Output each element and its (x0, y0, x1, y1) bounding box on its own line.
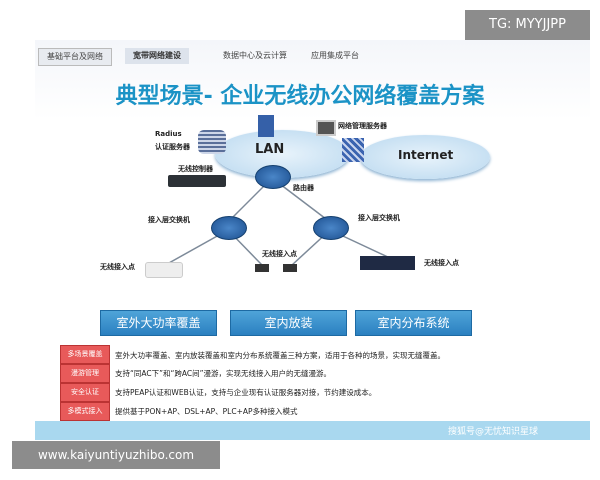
auth-server-label: 认证服务器 (155, 143, 190, 151)
switch-left-icon (211, 216, 247, 240)
router-label: 路由器 (293, 184, 314, 192)
tab-integration[interactable]: 应用集成平台 (311, 51, 359, 60)
footer-credit: 搜狐号@无忧知识星球 (448, 427, 539, 437)
feature-tag: 多场景覆盖 (60, 345, 110, 364)
server-stack-icon (198, 130, 226, 154)
feature-text: 提供基于PON+AP、DSL+AP、PLC+AP多种接入模式 (115, 407, 298, 416)
page-title: 典型场景- 企业无线办公网络覆盖方案 (115, 84, 485, 109)
tab-basic-platform[interactable]: 基础平台及网络 (38, 48, 112, 66)
slide (35, 40, 590, 440)
feature-tag: 漫游管理 (60, 364, 110, 383)
nms-label: 网络管理服务器 (338, 122, 387, 130)
feature-tag: 安全认证 (60, 383, 110, 402)
watermark-top: TG: MYYJJPP (465, 10, 590, 40)
scenario-distribution[interactable]: 室内分布系统 (355, 310, 472, 336)
switch-right-icon (313, 216, 349, 240)
router-icon (255, 165, 291, 189)
indoor-ap-icon (283, 264, 297, 272)
distribution-ap-icon (360, 256, 415, 270)
watermark-bottom: www.kaiyuntiyuzhibo.com (12, 441, 220, 469)
tab-broadband[interactable]: 宽带网络建设 (125, 48, 189, 64)
feature-text: 室外大功率覆盖、室内放装覆盖和室内分布系统覆盖三种方案，适用于各种的场景，实现无… (115, 351, 445, 360)
controller-label: 无线控制器 (178, 165, 213, 173)
indoor-ap-icon (255, 264, 269, 272)
ap-left-label: 无线接入点 (100, 263, 135, 271)
ap-right-label: 无线接入点 (424, 259, 459, 267)
lan-label: LAN (255, 142, 285, 157)
ap-mid-label: 无线接入点 (262, 250, 297, 258)
internet-cloud (360, 135, 490, 179)
feature-tag: 多模式接入 (60, 402, 110, 421)
switch-right-label: 接入层交换机 (358, 214, 400, 222)
switch-left-label: 接入层交换机 (148, 216, 190, 224)
feature-text: 支持“同AC下”和“跨AC间”漫游，实现无线接入用户的无缝漫游。 (115, 369, 332, 378)
controller-device-icon (168, 175, 226, 187)
scenario-indoor[interactable]: 室内放装 (230, 310, 347, 336)
outdoor-ap-icon (145, 262, 183, 278)
tab-datacenter[interactable]: 数据中心及云计算 (223, 51, 287, 60)
feature-text: 支持PEAP认证和WEB认证，支持与企业现有认证服务器对接，节约建设成本。 (115, 388, 377, 397)
internet-label: Internet (398, 148, 454, 162)
server-tower-icon (258, 115, 274, 137)
scenario-outdoor[interactable]: 室外大功率覆盖 (100, 310, 217, 336)
computer-icon (316, 120, 336, 136)
radius-label: Radius (155, 130, 182, 138)
firewall-icon (342, 138, 364, 162)
footer-bar (35, 421, 590, 440)
